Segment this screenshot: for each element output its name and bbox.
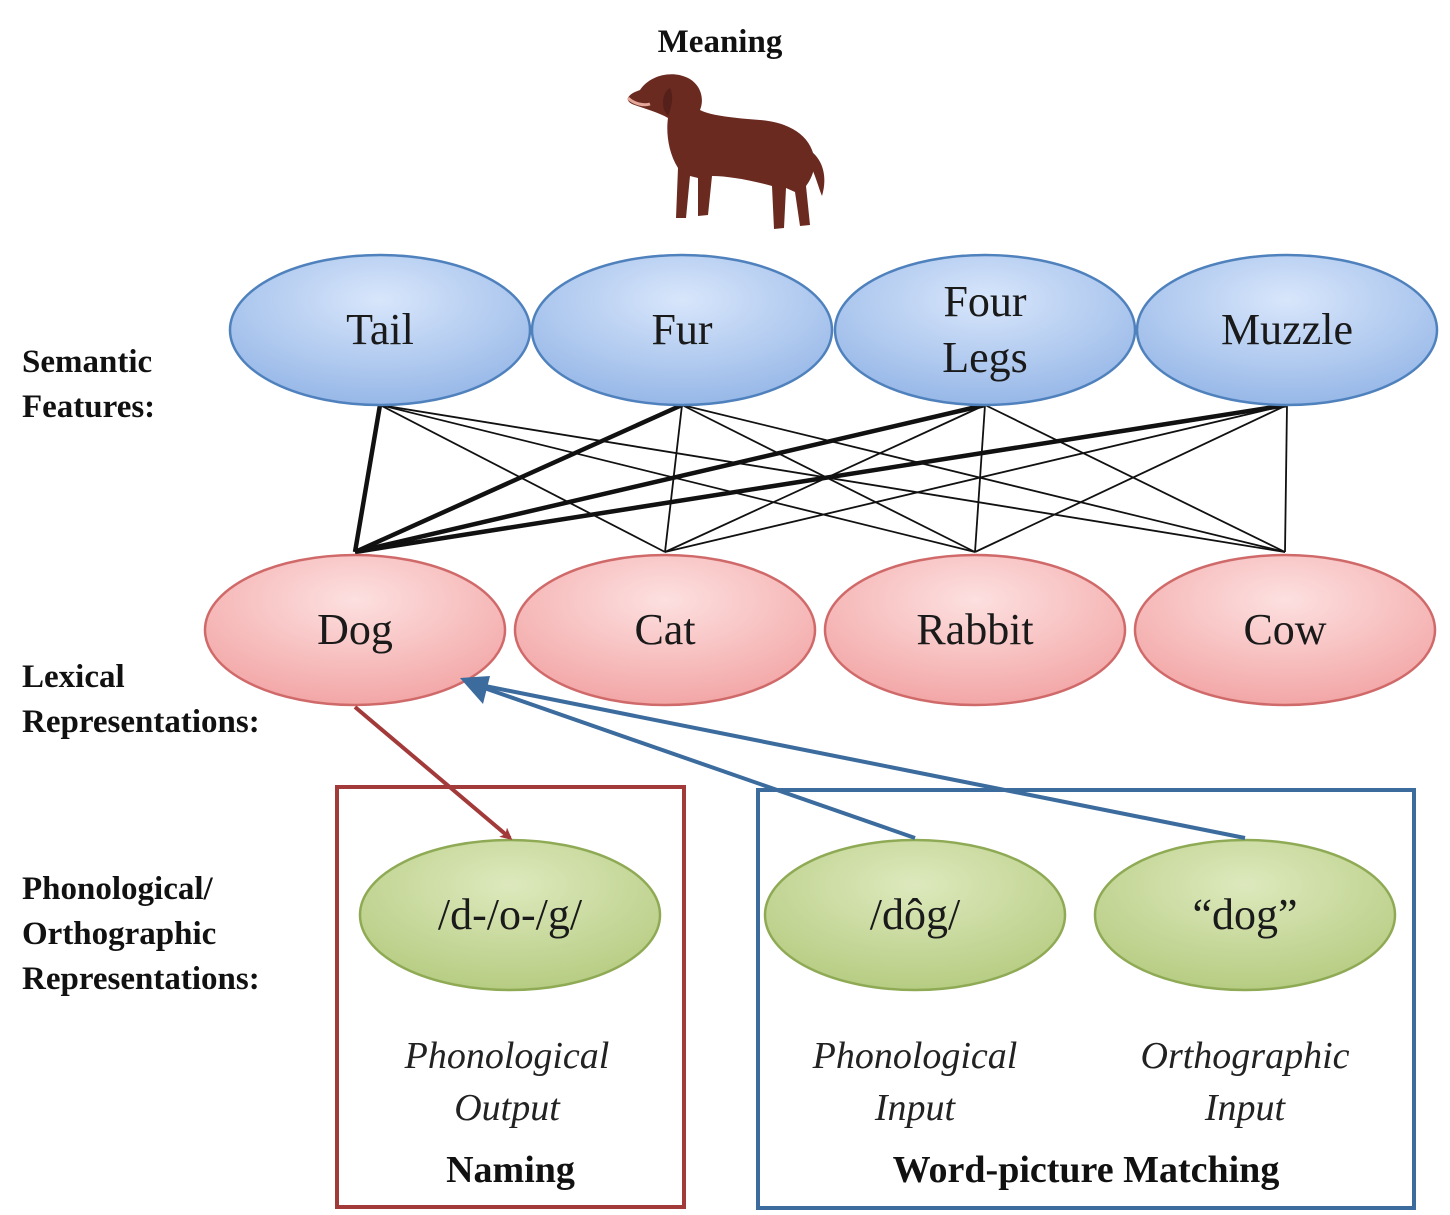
orthographic-input-caption: Orthographic Input xyxy=(1095,1030,1395,1134)
connection-line xyxy=(354,402,1288,555)
caption-line: Input xyxy=(874,1087,956,1129)
lexical-node: Dog xyxy=(203,553,507,707)
caption-line: Phonological xyxy=(404,1035,610,1077)
lexical-node: Cow xyxy=(1133,553,1437,707)
label-line: Representations: xyxy=(22,961,260,997)
label-line: Orthographic xyxy=(22,916,217,952)
form-node-shape xyxy=(763,838,1067,992)
label-line: Semantic xyxy=(22,344,153,380)
matching-box xyxy=(756,788,1416,1210)
semantic-node-label: Legs xyxy=(942,333,1028,382)
lexical-node-shape xyxy=(203,553,507,707)
lexical-node-shape xyxy=(513,553,817,707)
lexical-representations-label: Lexical Representations: xyxy=(22,655,260,745)
caption-line: Phonological xyxy=(812,1035,1018,1077)
caption-line: Input xyxy=(1204,1087,1286,1129)
lexical-node-label: Cat xyxy=(634,605,695,654)
phonological-input-caption: Phonological Input xyxy=(765,1030,1065,1134)
connection-line xyxy=(352,404,383,553)
lexical-layer: Dog Cat Rabbit Cow xyxy=(203,553,1437,707)
lexical-node-label: Rabbit xyxy=(916,605,1033,654)
form-layer: /d-/o-/g/ /dôg/ “dog” xyxy=(358,838,1397,992)
connection-line xyxy=(974,404,1288,553)
semantic-node-label: Fur xyxy=(651,305,712,354)
label-line: Features: xyxy=(22,389,156,425)
form-node-label: /dôg/ xyxy=(870,890,961,939)
label-line: Phonological/ xyxy=(22,871,213,907)
form-node: “dog” xyxy=(1093,838,1397,992)
form-node: /dôg/ xyxy=(763,838,1067,992)
connection-line xyxy=(984,404,1286,553)
label-line: Lexical xyxy=(22,659,125,695)
semantic-node-label: Four xyxy=(943,277,1026,326)
lexical-node: Rabbit xyxy=(823,553,1127,707)
lexical-node: Cat xyxy=(513,553,817,707)
semantic-node-shape xyxy=(228,253,532,407)
phon-input-arrow xyxy=(469,681,916,840)
form-node-shape xyxy=(1093,838,1397,992)
semantic-node-shape xyxy=(833,253,1137,407)
semantic-node: Fur xyxy=(530,253,834,407)
semantic-node-label: Muzzle xyxy=(1221,305,1353,354)
semantic-node: Muzzle xyxy=(1135,253,1439,407)
caption-line: Orthographic xyxy=(1140,1035,1350,1077)
connection-line xyxy=(681,404,1286,553)
label-line: Representations: xyxy=(22,704,260,740)
form-node: /d-/o-/g/ xyxy=(358,838,662,992)
orth-input-arrow xyxy=(469,681,1246,840)
dog-illustration xyxy=(626,74,825,229)
matching-task-label: Word-picture Matching xyxy=(892,1149,1280,1191)
connection-line xyxy=(1284,404,1288,553)
naming-box xyxy=(335,785,686,1209)
phono-ortho-label: Phonological/ Orthographic Representatio… xyxy=(22,867,260,1002)
lexical-node-label: Cow xyxy=(1243,605,1326,654)
phonological-output-caption: Phonological Output xyxy=(357,1030,657,1134)
semantic-node-label: Tail xyxy=(346,305,414,354)
connection-line xyxy=(354,402,683,555)
input-arrowhead xyxy=(460,676,490,704)
form-node-shape xyxy=(358,838,662,992)
caption-line: Output xyxy=(454,1087,560,1129)
lexical-node-shape xyxy=(823,553,1127,707)
naming-arrow xyxy=(353,705,513,840)
form-node-label: “dog” xyxy=(1192,890,1297,939)
connection-line xyxy=(664,404,1288,553)
lexical-node-shape xyxy=(1133,553,1437,707)
connection-line xyxy=(974,404,986,553)
semantic-features-label: Semantic Features: xyxy=(22,340,155,430)
connections xyxy=(352,402,1288,555)
naming-task-label: Naming xyxy=(446,1149,575,1191)
semantic-node-shape xyxy=(530,253,834,407)
connection-line xyxy=(354,402,986,555)
lexical-node-label: Dog xyxy=(317,605,393,654)
meaning-title: Meaning xyxy=(657,24,783,60)
form-node-label: /d-/o-/g/ xyxy=(438,890,583,939)
semantic-node-shape xyxy=(1135,253,1439,407)
semantic-node: Tail xyxy=(228,253,532,407)
